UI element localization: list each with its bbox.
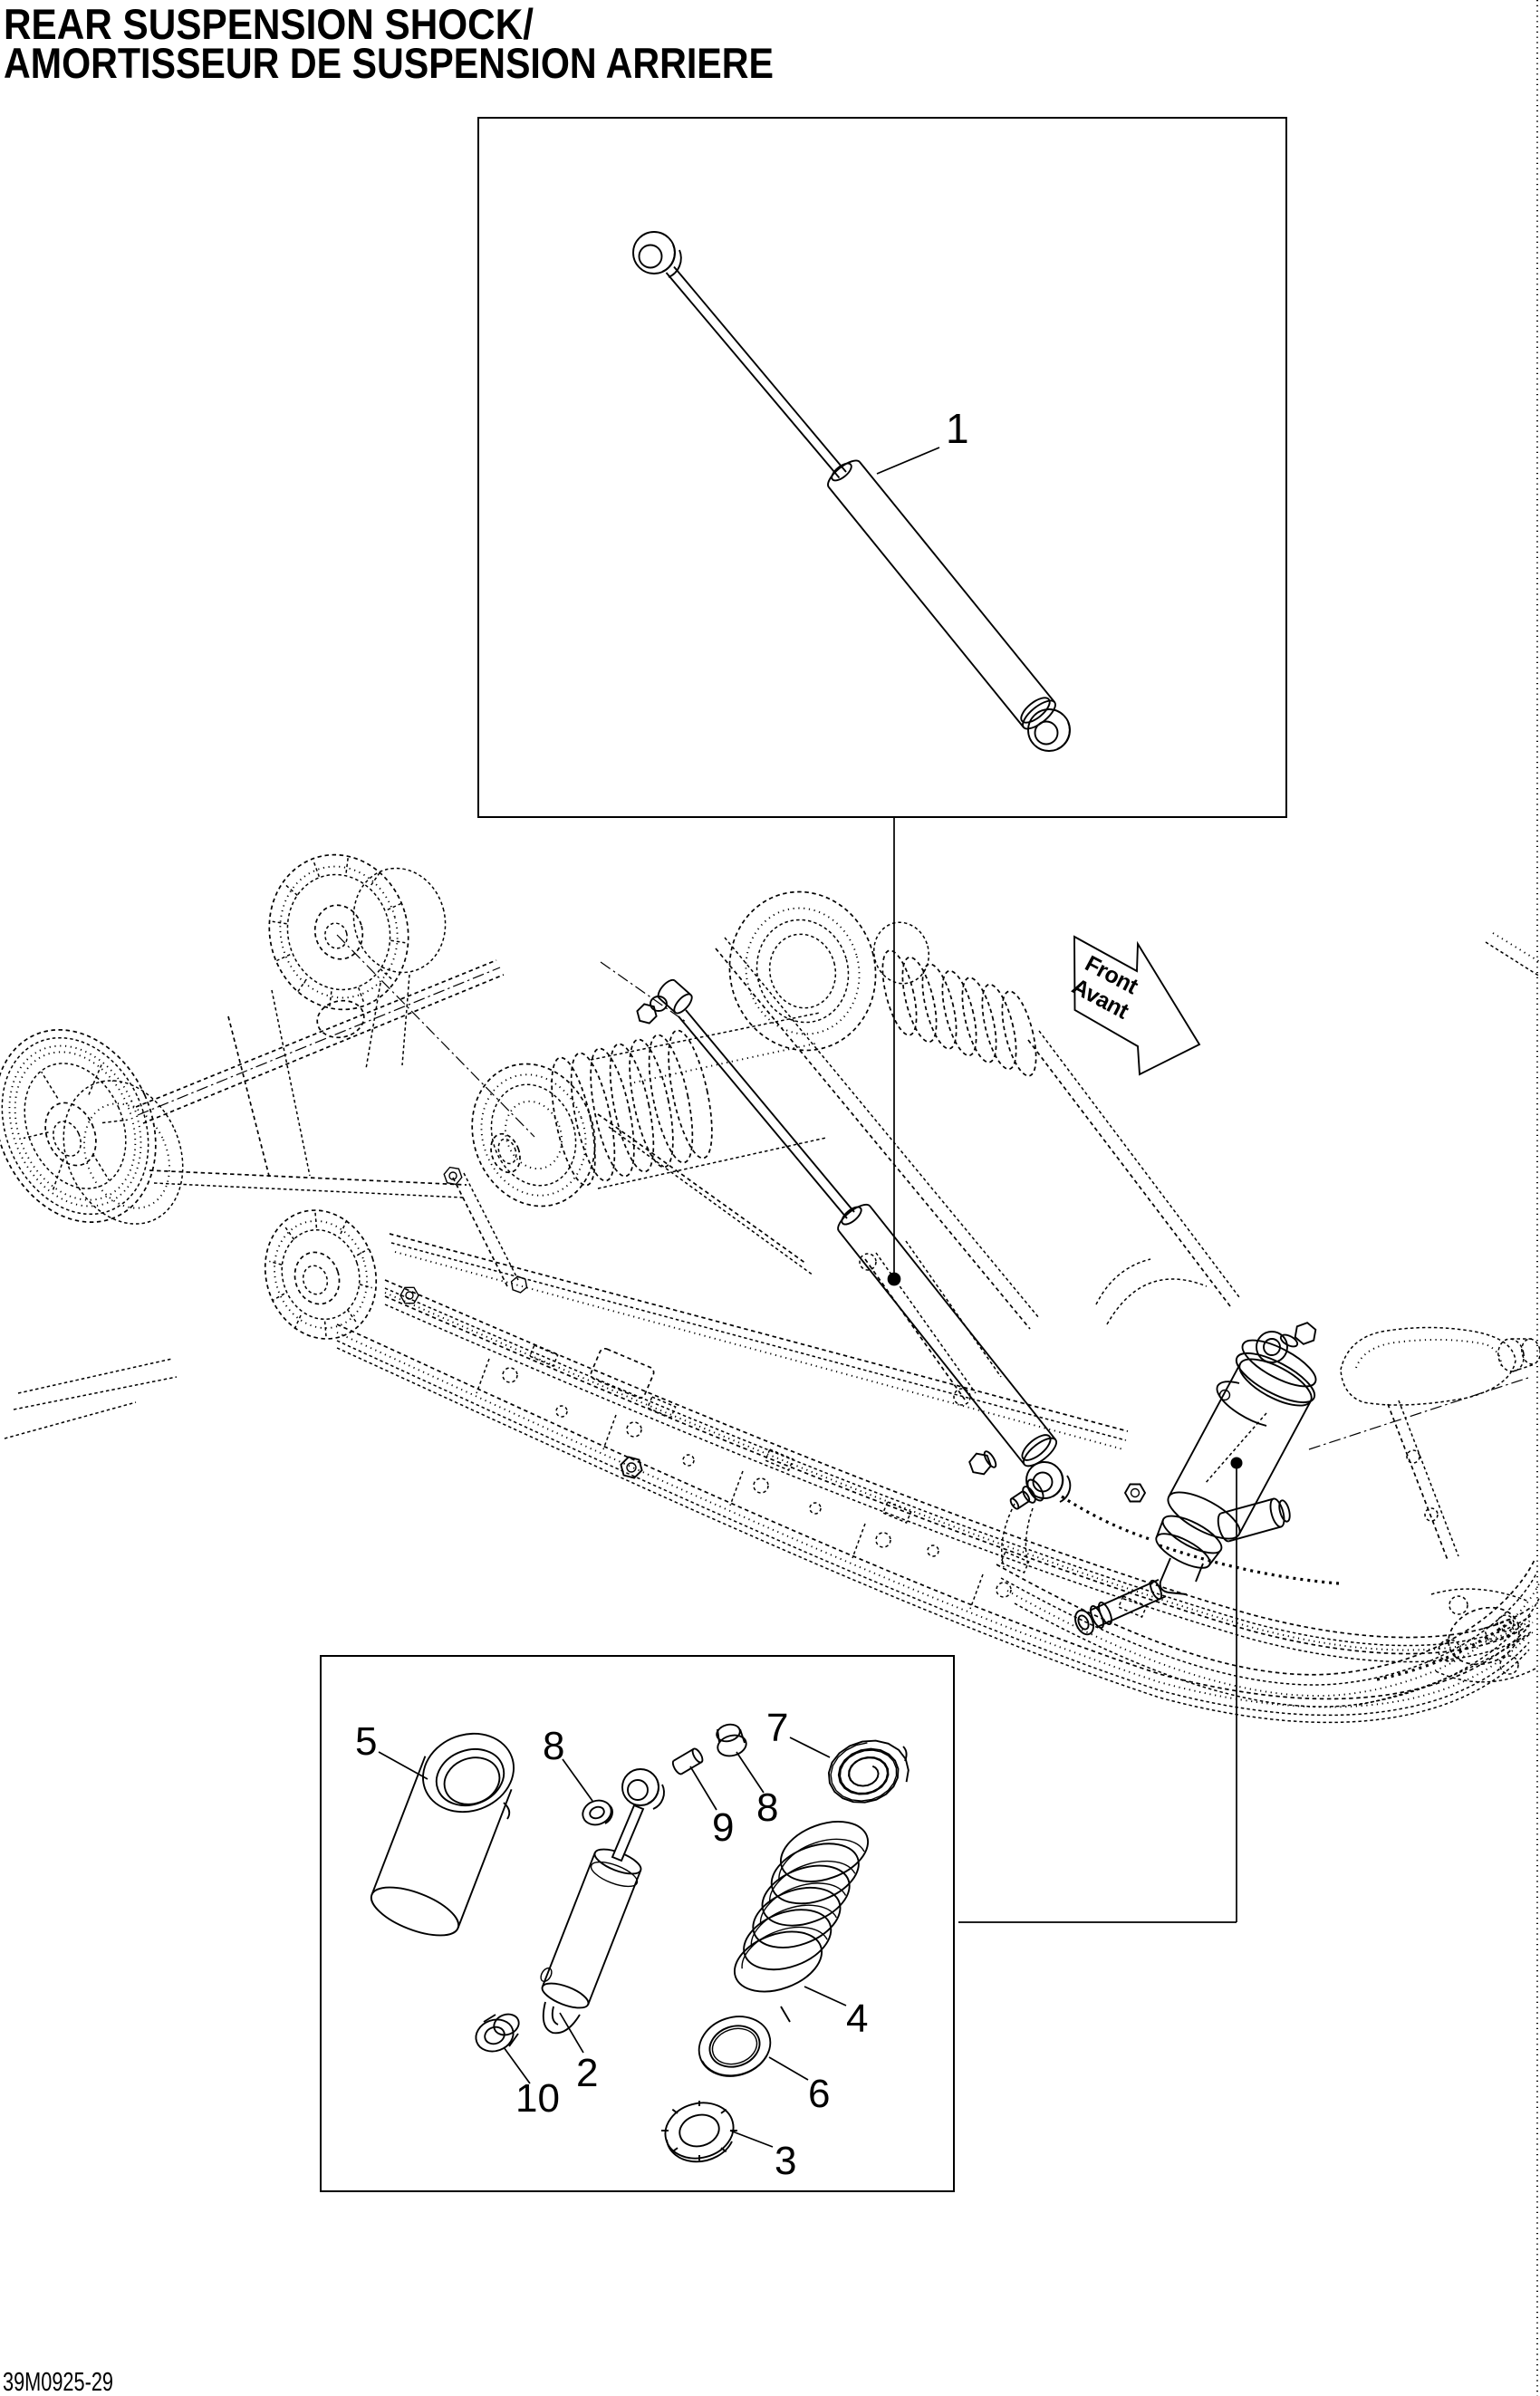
svg-text:5: 5 xyxy=(355,1719,377,1764)
svg-text:2: 2 xyxy=(576,2051,598,2095)
svg-text:7: 7 xyxy=(766,1706,788,1750)
svg-text:9: 9 xyxy=(712,1805,734,1850)
svg-text:8: 8 xyxy=(543,1724,564,1768)
svg-text:REAR SUSPENSION SHOCK/: REAR SUSPENSION SHOCK/ xyxy=(4,0,534,48)
svg-text:AMORTISSEUR DE SUSPENSION ARRI: AMORTISSEUR DE SUSPENSION ARRIERE xyxy=(4,39,774,87)
svg-text:39M0925-29: 39M0925-29 xyxy=(3,2368,113,2396)
svg-text:1: 1 xyxy=(946,405,969,452)
svg-text:8: 8 xyxy=(756,1785,778,1830)
svg-text:4: 4 xyxy=(846,1997,868,2041)
svg-text:6: 6 xyxy=(808,2072,830,2116)
svg-text:3: 3 xyxy=(775,2139,796,2183)
svg-text:10: 10 xyxy=(515,2076,560,2121)
